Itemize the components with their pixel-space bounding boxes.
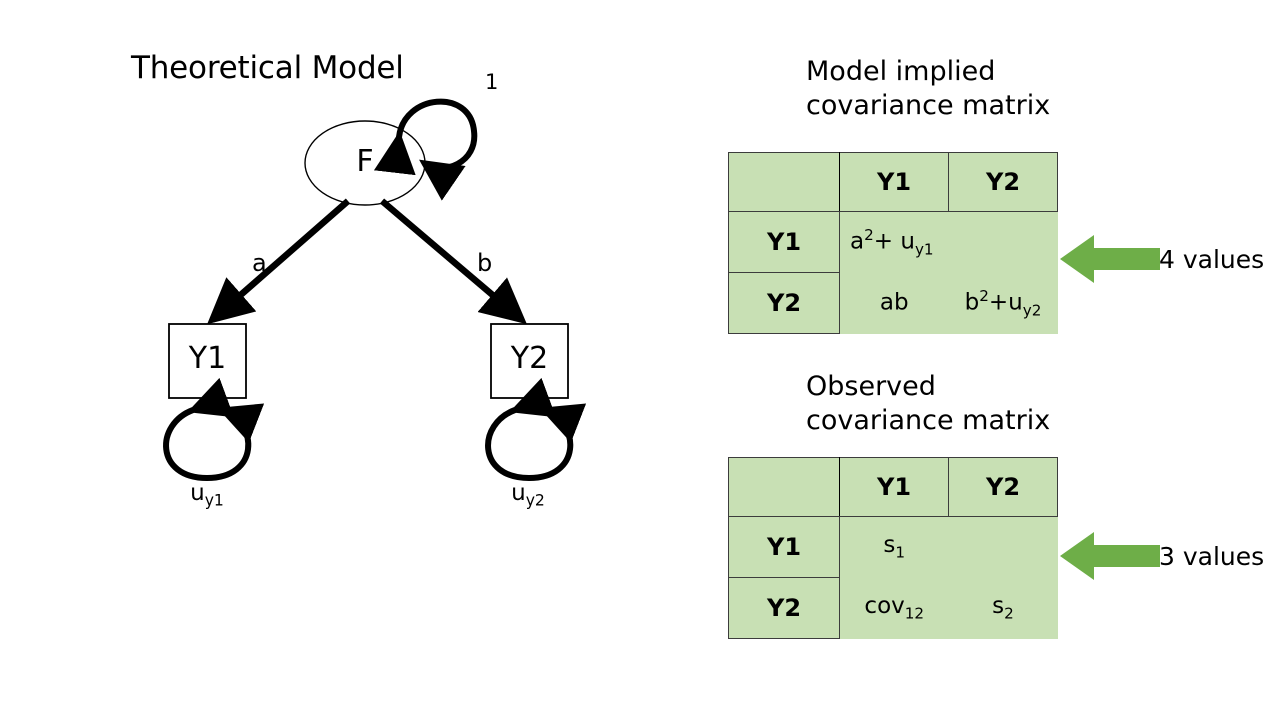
observed-cell-y2-y1-base: cov: [864, 593, 905, 620]
implied-corner-cell: [728, 152, 840, 212]
table-row: Y2 ab b2+uy2: [728, 272, 1058, 334]
implied-row-header-y2: Y2: [728, 272, 840, 334]
observed-col-header-y2: Y2: [948, 457, 1058, 517]
observed-values-count-label: 3 values: [1159, 542, 1265, 571]
implied-cell-y2-y2-base: b: [964, 289, 980, 316]
implied-cell-y2-y1: ab: [840, 273, 949, 334]
implied-cell-y1-y1-sub: y1: [914, 240, 934, 259]
latent-factor-label: F: [356, 144, 374, 179]
observed-cell-y2-y2-sub: 2: [1004, 604, 1014, 623]
observed-corner-cell: [728, 457, 840, 517]
implied-cell-y1-y1-tail: + u: [873, 228, 915, 255]
path-diagram-canvas: [163, 98, 587, 482]
implied-cell-y1-y1-sup: 2: [864, 226, 874, 245]
indicator-label-y1: Y1: [188, 341, 227, 376]
residual-symbol-y2: u: [511, 480, 526, 506]
implied-row-header-y1: Y1: [728, 211, 840, 273]
factor-variance-label: 1: [485, 70, 499, 94]
residual-loop-y2: [485, 377, 587, 482]
residual-subscript-y2: y2: [525, 490, 545, 510]
observed-cell-y1-y1-base: s: [883, 532, 896, 559]
implied-matrix-title: Model implied covariance matrix: [806, 56, 1051, 121]
residual-symbol-y1: u: [190, 480, 205, 506]
factor-variance-loop: [373, 98, 478, 201]
observed-col-header-y1: Y1: [839, 457, 949, 517]
implied-col-header-y2: Y2: [948, 152, 1058, 212]
observed-matrix-title: Observed covariance matrix: [806, 371, 1051, 436]
observed-cell-y1-y1: s1: [840, 517, 949, 578]
residual-label-y1: uy1: [157, 482, 257, 512]
implied-cell-y1-y1-base: a: [850, 228, 865, 255]
observed-cell-y2-y2-base: s: [992, 593, 1005, 620]
implied-cell-y2-y2-sub: y2: [1022, 301, 1042, 320]
diagram-title: Theoretical Model: [131, 50, 404, 86]
observed-cell-y1-y2: [949, 517, 1058, 578]
implied-cell-y2-y2-sup: 2: [979, 286, 989, 305]
implied-cell-y2-y2: b2+uy2: [949, 273, 1058, 334]
path-label-b: b: [477, 249, 493, 277]
implied-col-header-y1: Y1: [839, 152, 949, 212]
implied-cell-y2-y1-base: ab: [879, 289, 909, 316]
table-row: Y1 a2+ uy1: [728, 211, 1058, 273]
residual-subscript-y1: y1: [204, 490, 224, 510]
indicator-label-y2: Y2: [510, 341, 549, 376]
observed-cell-y1-y1-sub: 1: [895, 544, 906, 563]
observed-cell-y2-y2: s2: [949, 578, 1058, 639]
residual-loop-y1: [163, 377, 265, 482]
implied-cell-y1-y2: [949, 212, 1058, 273]
table-row: Y1 Y2: [728, 457, 1058, 517]
loading-path-b: [379, 198, 527, 325]
implied-callout-arrow-icon: [1060, 235, 1160, 283]
table-row: Y1 Y2: [728, 152, 1058, 212]
loading-path-a: [207, 198, 351, 325]
implied-cell-y2-y2-tail: +u: [988, 289, 1023, 316]
observed-cell-y2-y1: cov12: [840, 578, 949, 639]
implied-covariance-matrix: Y1 Y2 Y1 a2+ uy1 Y2 ab b2+uy2: [728, 152, 1058, 334]
table-row: Y1 s1: [728, 516, 1058, 578]
observed-row-header-y2: Y2: [728, 577, 840, 639]
implied-values-count-label: 4 values: [1159, 245, 1265, 274]
path-label-a: a: [252, 249, 267, 277]
observed-covariance-matrix: Y1 Y2 Y1 s1 Y2 cov12 s2: [728, 457, 1058, 639]
residual-label-y2: uy2: [478, 482, 578, 512]
table-row: Y2 cov12 s2: [728, 577, 1058, 639]
observed-callout-arrow-icon: [1060, 532, 1160, 580]
observed-cell-y2-y1-sub: 12: [904, 604, 925, 623]
observed-row-header-y1: Y1: [728, 516, 840, 578]
implied-cell-y1-y1: a2+ uy1: [840, 212, 949, 273]
